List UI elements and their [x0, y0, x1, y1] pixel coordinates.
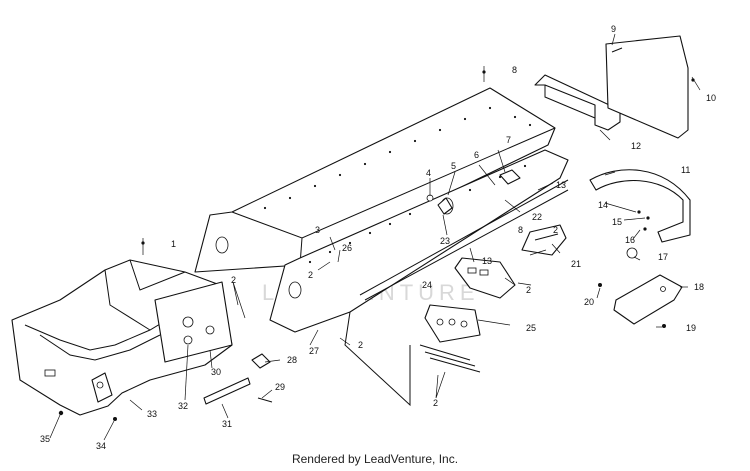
callout-2-lower: 2 [358, 340, 363, 350]
callout-21: 21 [571, 259, 581, 269]
render-credit: Rendered by LeadVenture, Inc. [291, 452, 459, 466]
callout-28: 28 [287, 355, 297, 365]
callout-19: 19 [686, 323, 696, 333]
callout-5: 5 [451, 161, 456, 171]
callout-15: 15 [612, 217, 622, 227]
side-cover [613, 274, 683, 325]
callout-6: 6 [474, 150, 479, 160]
callout-18: 18 [694, 282, 704, 292]
callout-29: 29 [275, 382, 285, 392]
callout-2-tunnel: 2 [308, 270, 313, 280]
leader-lines [49, 33, 701, 441]
callout-13-mid: 13 [482, 256, 492, 266]
callout-17: 17 [658, 252, 668, 262]
callout-31: 31 [222, 419, 232, 429]
callout-16: 16 [625, 235, 635, 245]
callout-26: 26 [342, 243, 352, 253]
callout-2-console: 2 [433, 398, 438, 408]
callout-35: 35 [40, 434, 50, 444]
rear-bumper [589, 169, 691, 259]
tunnel-assembly [194, 87, 569, 407]
callout-27: 27 [309, 346, 319, 356]
callout-3: 3 [315, 225, 320, 235]
console-components [419, 257, 516, 373]
callout-13-top: 13 [556, 180, 566, 190]
callout-11: 11 [681, 165, 690, 175]
callout-22: 22 [532, 212, 542, 222]
callout-2-24: 2 [526, 285, 531, 295]
callout-9: 9 [611, 24, 616, 34]
hardware-parts [58, 70, 695, 421]
callout-4: 4 [426, 168, 431, 178]
callout-33: 33 [147, 409, 157, 419]
callout-30: 30 [211, 367, 221, 377]
callout-14: 14 [598, 200, 608, 210]
callout-7: 7 [506, 135, 511, 145]
bulkhead-plate [154, 281, 233, 363]
callout-2-footrest: 2 [553, 225, 558, 235]
callout-34: 34 [96, 441, 106, 451]
callout-32: 32 [178, 401, 188, 411]
rear-bracket [534, 74, 621, 131]
snow-flap [605, 35, 689, 139]
callout-8-footrest: 8 [518, 225, 523, 235]
callout-20: 20 [584, 297, 594, 307]
callout-25: 25 [526, 323, 536, 333]
callout-12: 12 [631, 141, 641, 151]
callout-2-bulkhead: 2 [231, 275, 236, 285]
callout-8-top: 8 [512, 65, 517, 75]
callout-10: 10 [706, 93, 716, 103]
callout-1: 1 [171, 239, 176, 249]
callout-24: 24 [422, 280, 432, 290]
callout-labels: 1 2 2 2 2 2 2 3 4 5 6 7 8 8 9 10 11 12 1… [40, 24, 716, 451]
callout-23: 23 [440, 236, 450, 246]
